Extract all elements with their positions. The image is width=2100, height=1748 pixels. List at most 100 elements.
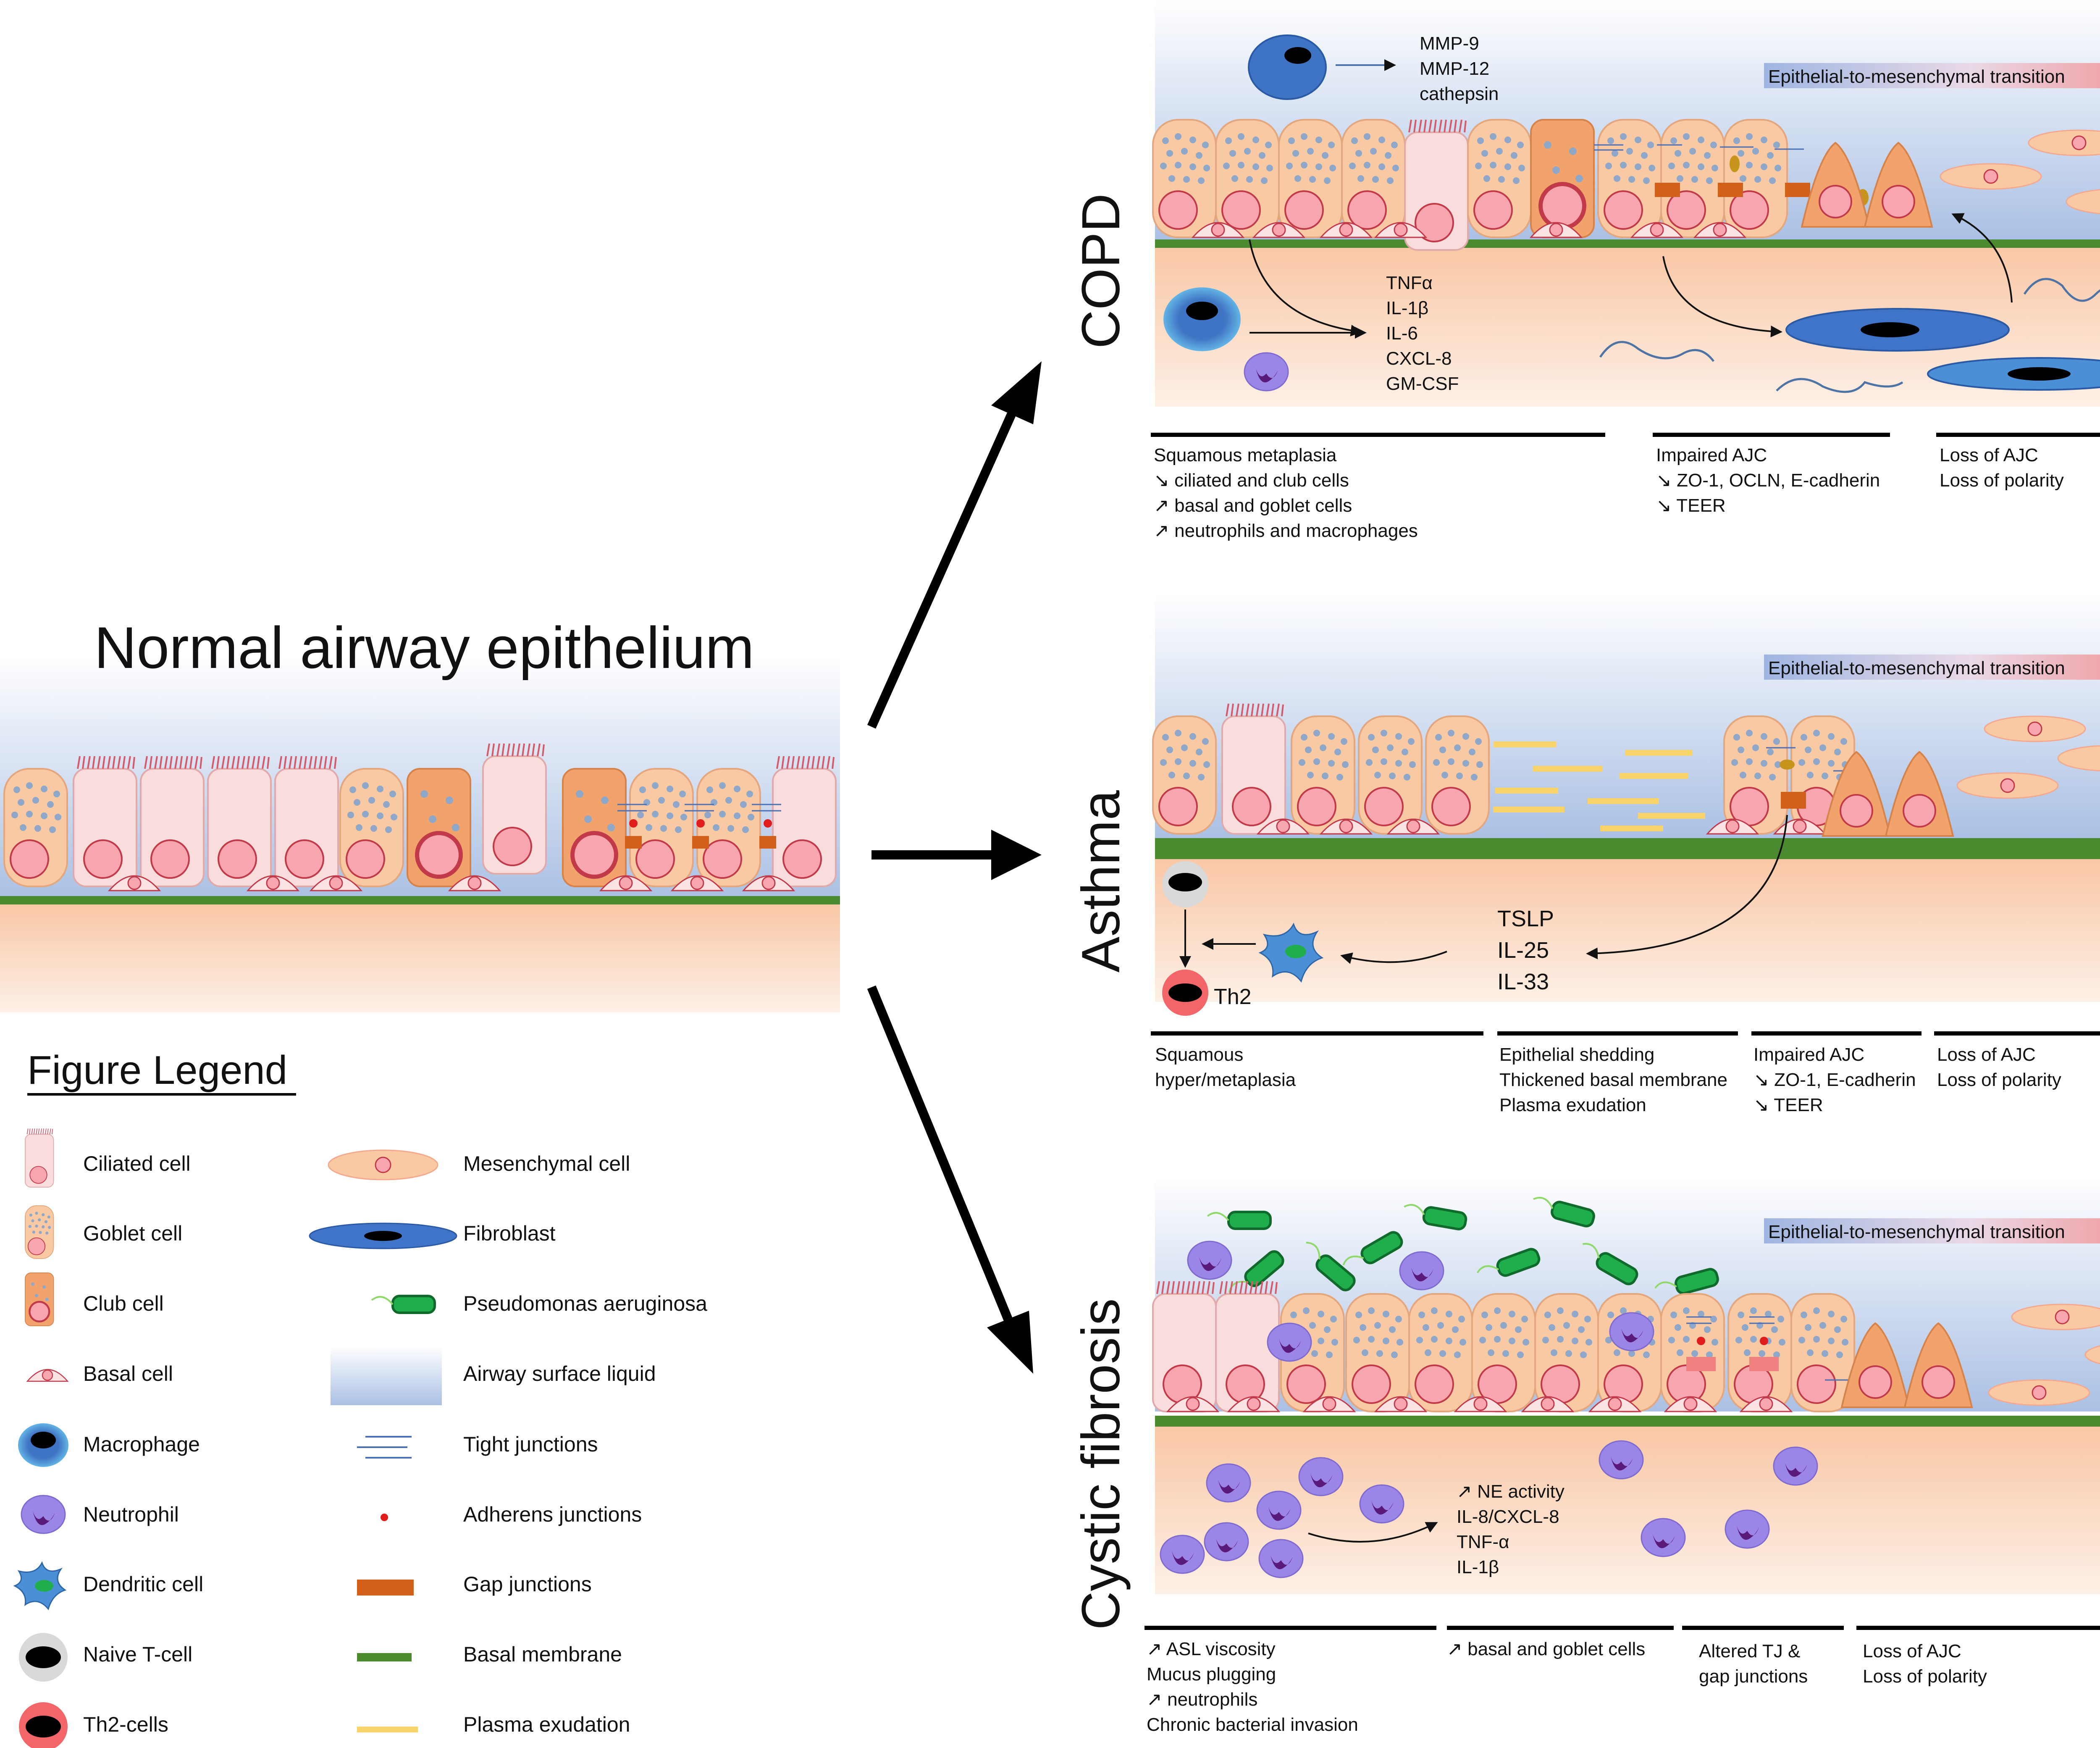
tight-junctions-icon (357, 1436, 412, 1459)
legend-th2: Th2-cells (83, 1713, 168, 1736)
asthma-c2-0: Epithelial shedding (1499, 1044, 1654, 1065)
cf-c3-0: Altered TJ & (1699, 1641, 1800, 1661)
asthma-c1-1: hyper/metaplasia (1155, 1070, 1296, 1090)
pseudomonas-icon (372, 1296, 435, 1313)
cf-mediator-3: TNF-α (1457, 1532, 1509, 1552)
legend-dendritic: Dendritic cell (83, 1572, 203, 1596)
asthma-c1-0: Squamous (1155, 1044, 1243, 1065)
cf-panel: Cystic fibrosis Epithelial-to-mesenchyma… (1071, 1176, 2100, 1735)
legend-ciliated: Ciliated cell (83, 1152, 191, 1175)
legend-gap: Gap junctions (463, 1572, 592, 1596)
copd-c2-1: ↘ ZO-1, OCLN, E-cadherin (1656, 470, 1880, 491)
fibroblast-icon (309, 1222, 457, 1249)
legend-plasma: Plasma exudation (463, 1713, 630, 1736)
copd-c3-0: Loss of AJC (1940, 445, 2038, 465)
legend-tight: Tight junctions (463, 1433, 598, 1456)
copd-fibroblast-1-icon (1785, 308, 2010, 352)
cf-mediator-4: IL-1β (1457, 1557, 1499, 1577)
asthma-cytokine-1: TSLP (1497, 906, 1554, 931)
cf-mediator-2: IL-8/CXCL-8 (1457, 1506, 1559, 1527)
mesenchymal-cell-icon (328, 1149, 438, 1180)
legend-basal-membrane: Basal membrane (463, 1643, 622, 1666)
pathway-arrows (867, 401, 1021, 1321)
figure-legend: Figure Legend Ciliated cell Goblet cell … (13, 1048, 707, 1748)
copd-c2-2: ↘ TEER (1656, 495, 1726, 516)
cf-emt-arrow (1764, 1218, 2100, 1243)
airway-surface-liquid-icon (331, 1346, 442, 1405)
asthma-title: Asthma (1071, 790, 1131, 973)
asthma-c2-2: Plasma exudation (1499, 1095, 1646, 1115)
asthma-panel: Asthma Epithelial-to-mesenchymal transit… (1071, 592, 2100, 1115)
copd-c1-2: ↗ basal and goblet cells (1154, 495, 1352, 516)
ciliated-cell-icon (25, 1128, 54, 1188)
cf-c4-1: Loss of polarity (1863, 1666, 1987, 1687)
asthma-c4-1: Loss of polarity (1937, 1070, 2061, 1090)
pathway-arrowheads (987, 361, 1042, 1374)
copd-c1-0: Squamous metaplasia (1154, 445, 1337, 465)
copd-c2-0: Impaired AJC (1656, 445, 1767, 465)
copd-c1-3: ↗ neutrophils and macrophages (1154, 520, 1418, 541)
dendritic-cell-icon (13, 1561, 67, 1611)
copd-cytokine-4: CXCL-8 (1386, 348, 1452, 369)
copd-cytokine-2: IL-1β (1386, 298, 1428, 318)
legend-naive-t: Naive T-cell (83, 1643, 192, 1666)
asthma-th2-icon (1162, 970, 1208, 1016)
cf-emt-label: Epithelial-to-mesenchymal transition (1768, 1222, 2065, 1242)
asthma-c3-2: ↘ TEER (1754, 1095, 1823, 1115)
legend-asl: Airway surface liquid (463, 1362, 656, 1385)
copd-emt-arrow (1764, 63, 2100, 88)
asthma-c4-0: Loss of AJC (1937, 1044, 2036, 1065)
legend-goblet: Goblet cell (83, 1222, 182, 1245)
copd-c1-1: ↘ ciliated and club cells (1154, 470, 1349, 491)
copd-cytokine-1: TNFα (1386, 273, 1433, 293)
asthma-emt-label: Epithelial-to-mesenchymal transition (1768, 658, 2065, 678)
cf-c4-0: Loss of AJC (1863, 1641, 1961, 1661)
asthma-dendritic-icon (1258, 923, 1324, 983)
naive-t-cell-icon (19, 1633, 68, 1682)
legend-pseudomonas: Pseudomonas aeruginosa (463, 1292, 707, 1315)
asthma-c3-1: ↘ ZO-1, E-cadherin (1754, 1070, 1916, 1090)
cf-c1-1: Mucus plugging (1147, 1664, 1276, 1685)
asthma-th2-label: Th2 (1214, 985, 1252, 1009)
copd-neutrophil-icon (1244, 352, 1289, 392)
copd-c3-1: Loss of polarity (1940, 470, 2064, 491)
asthma-c2-1: Thickened basal membrane (1499, 1070, 1727, 1090)
legend-basal: Basal cell (83, 1362, 173, 1385)
goblet-cell-icon (25, 1205, 54, 1259)
legend-neutrophil: Neutrophil (83, 1503, 179, 1526)
asthma-cytokine-2: IL-25 (1497, 938, 1549, 963)
cf-c1-2: ↗ neutrophils (1147, 1689, 1257, 1710)
basal-cell-icon (26, 1369, 68, 1382)
legend-mesenchymal: Mesenchymal cell (463, 1152, 630, 1175)
main-title: Normal airway epithelium (94, 615, 754, 681)
legend-fibroblast: Fibroblast (463, 1222, 556, 1245)
club-cell-icon (25, 1273, 54, 1326)
legend-club: Club cell (83, 1292, 164, 1315)
normal-panel: Normal airway epithelium (0, 615, 840, 1012)
copd-emt-label: Epithelial-to-mesenchymal transition (1768, 66, 2065, 87)
gap-junctions-icon (357, 1580, 414, 1596)
legend-macrophage: Macrophage (83, 1433, 200, 1456)
copd-panel: COPD Epithelial-to-mesenchymal transitio… (1071, 0, 2100, 541)
cf-c3-1: gap junctions (1699, 1666, 1808, 1687)
cf-title: Cystic fibrosis (1071, 1299, 1131, 1630)
asthma-naive-t-icon (1162, 861, 1208, 907)
legend-title: Figure Legend (27, 1048, 287, 1093)
cf-mediator-1: ↗ NE activity (1457, 1481, 1564, 1502)
copd-protease-1: MMP-9 (1420, 33, 1479, 54)
copd-fibroblast-2-icon (1927, 357, 2100, 391)
cf-c1-3: Chronic bacterial invasion (1147, 1714, 1358, 1735)
basal-membrane-icon (357, 1653, 412, 1661)
copd-macrophage-icon (1248, 34, 1327, 100)
copd-protease-2: MMP-12 (1420, 58, 1489, 79)
adherens-junctions-icon (381, 1514, 388, 1521)
copd-title: COPD (1071, 193, 1131, 349)
plasma-exudation-icon (357, 1727, 418, 1732)
th2-cell-icon (19, 1702, 68, 1748)
asthma-emt-arrow (1764, 655, 2100, 680)
legend-adherens: Adherens junctions (463, 1503, 642, 1526)
asthma-c3-0: Impaired AJC (1754, 1044, 1864, 1065)
asthma-cytokine-3: IL-33 (1497, 969, 1549, 994)
asthma-plasma-exudation (1493, 741, 1705, 831)
